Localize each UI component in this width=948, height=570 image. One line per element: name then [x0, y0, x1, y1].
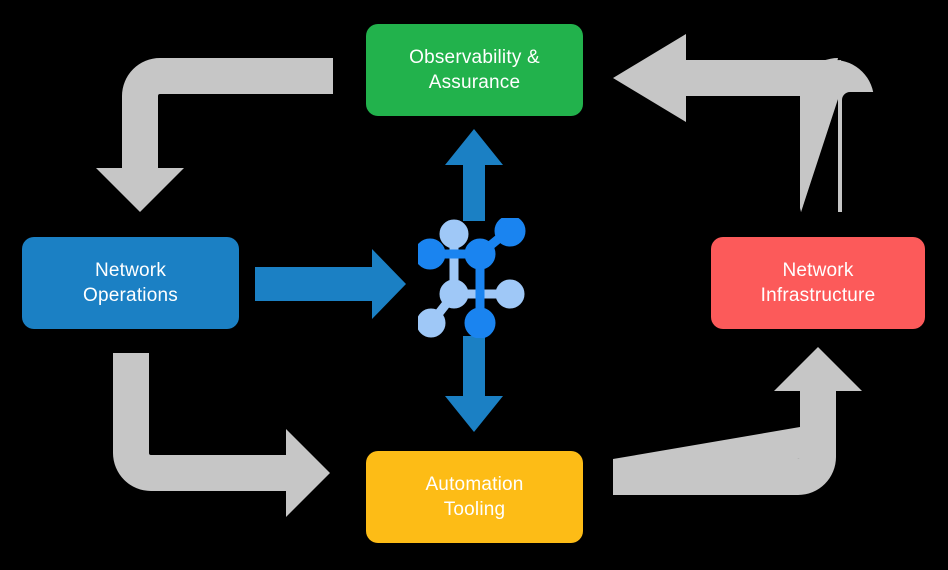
blue-arrow-operations-to-center — [255, 249, 406, 319]
network-front-layer — [414, 215, 526, 339]
blue-arrow-center-to-automation — [445, 336, 503, 432]
node-network-infrastructure[interactable]: Network Infrastructure — [711, 237, 925, 329]
gray-arrow-automation-to-infrastructure — [613, 347, 862, 495]
network-topology-icon — [414, 215, 538, 339]
blue-arrow-center-to-observability — [445, 129, 503, 221]
node-automation-tooling[interactable]: Automation Tooling — [366, 451, 583, 543]
node-automation-tooling-label: Automation Tooling — [425, 473, 524, 520]
gray-arrow-infrastructure-to-observability — [613, 34, 874, 212]
gray-arrow-operations-to-automation — [113, 353, 330, 517]
node-network-infrastructure-label: Network Infrastructure — [760, 259, 876, 306]
node-network-operations-label: Network Operations — [83, 259, 178, 306]
node-observability-label: Observability & Assurance — [409, 46, 540, 93]
node-observability-assurance[interactable]: Observability & Assurance — [366, 24, 583, 116]
node-network-operations[interactable]: Network Operations — [22, 237, 239, 329]
gray-arrow-observability-to-operations — [96, 58, 333, 212]
network-topology-svg — [414, 215, 526, 339]
